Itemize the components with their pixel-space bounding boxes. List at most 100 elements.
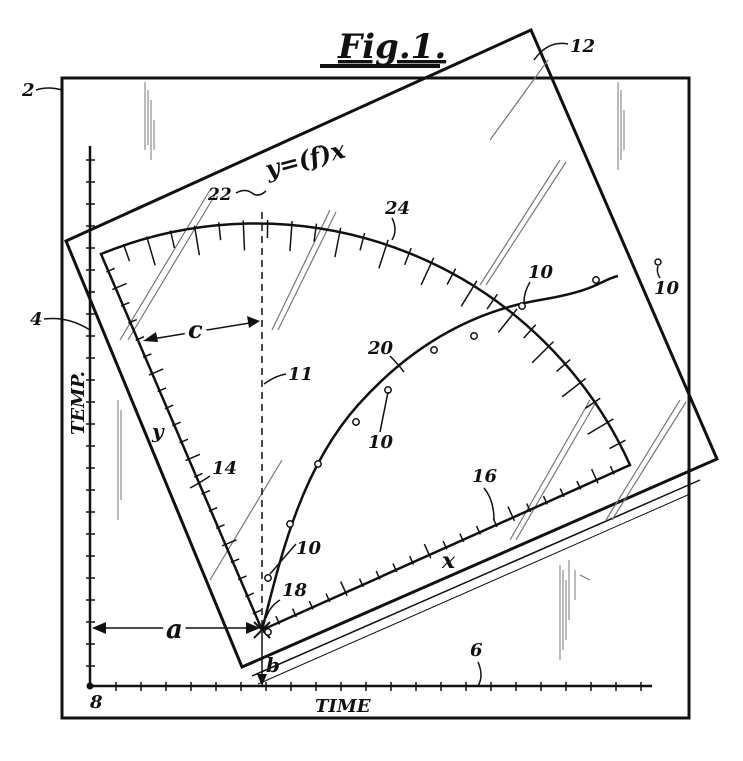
leader-y-scale <box>189 475 211 489</box>
y-tick <box>112 282 127 291</box>
leader-frame <box>35 87 63 91</box>
data-points <box>264 276 600 636</box>
x-tick <box>590 468 599 484</box>
function-label: y=(f)x <box>261 135 349 185</box>
arc-tick <box>420 257 435 286</box>
point-outside <box>654 258 662 266</box>
x-tick <box>576 480 582 490</box>
ref-points-upper: 10 <box>528 262 554 283</box>
arc-tick <box>556 358 571 372</box>
x-tick <box>542 495 548 505</box>
y-tick <box>135 336 145 341</box>
arc-tick <box>193 225 201 256</box>
dimension-a-arrow-right <box>246 622 260 634</box>
arc-tick <box>403 247 412 266</box>
leader-overlay <box>533 42 569 61</box>
ref-frame: 2 <box>21 80 35 101</box>
x-tick <box>526 503 532 513</box>
x-tick <box>442 540 448 550</box>
arc-tick <box>523 324 537 339</box>
arc-tick <box>531 341 554 364</box>
ref-overlay: 12 <box>570 36 595 57</box>
leader-temp-axis <box>43 317 91 331</box>
arc-tick <box>561 377 587 398</box>
ref-points-right: 10 <box>654 278 680 299</box>
data-point <box>470 332 478 340</box>
y-tick <box>201 489 211 495</box>
dimension-a-arrow-left <box>92 622 106 634</box>
y-tick <box>106 267 116 273</box>
ref-origin: 8 <box>89 692 103 713</box>
x-tick <box>291 608 297 618</box>
ref-points-mid: 10 <box>368 432 394 453</box>
arc-scale-ticks <box>122 220 626 450</box>
arc-tick <box>486 293 498 310</box>
y-tick <box>171 421 181 427</box>
data-point <box>518 302 526 310</box>
overlay-shadow <box>251 479 701 677</box>
data-point <box>352 418 360 426</box>
overlay-sheet <box>64 28 719 669</box>
arc-tick <box>609 439 626 450</box>
data-point <box>430 346 438 354</box>
y-tick <box>120 301 130 307</box>
y-tick <box>237 575 247 581</box>
ref-x-scale: 16 <box>472 466 498 487</box>
data-point <box>264 628 272 636</box>
arc-tick <box>313 223 318 242</box>
ref-time-axis: 6 <box>470 640 483 661</box>
leader-points-lower <box>269 543 297 575</box>
data-point <box>314 460 322 468</box>
x-scale-label: x <box>441 548 456 574</box>
x-scale-ticks <box>275 465 615 625</box>
y-tick <box>208 506 218 512</box>
x-tick <box>392 563 398 573</box>
origin-point <box>86 682 94 690</box>
y-tick <box>230 558 240 564</box>
leader-dashed-line <box>263 373 287 385</box>
dimension-c-label-ink: c <box>188 315 203 344</box>
glare-marks <box>117 82 625 660</box>
data-point <box>592 276 600 284</box>
y-scale-ticks <box>106 267 262 615</box>
overlay-glare <box>119 59 687 581</box>
arc-tick <box>584 397 601 410</box>
ref-y-scale: 14 <box>212 458 237 479</box>
arc-tick <box>122 243 131 262</box>
x-tick <box>559 488 565 498</box>
leader-curve <box>389 355 405 373</box>
ref-dashed-line: 11 <box>288 364 313 385</box>
dimension-b-label: b <box>266 653 280 677</box>
y-tick <box>215 524 225 529</box>
time-axis-label: TIME <box>315 696 371 717</box>
y-tick <box>128 318 138 324</box>
x-tick <box>325 593 331 603</box>
arc-tick <box>460 280 478 307</box>
y-tick <box>245 592 255 598</box>
ref-arc-scale: 24 <box>384 198 410 219</box>
x-tick <box>358 578 364 588</box>
time-axis-ticks <box>115 682 642 691</box>
x-tick <box>340 581 348 597</box>
x-tick <box>375 570 381 580</box>
leader-time-axis <box>477 661 482 687</box>
y-tick <box>164 404 174 410</box>
y-tick <box>185 453 201 462</box>
arc-tick <box>217 222 222 241</box>
y-tick <box>142 353 152 359</box>
data-point <box>286 520 294 528</box>
arc-tick <box>587 418 614 435</box>
x-tick <box>459 533 465 543</box>
y-tick <box>148 368 164 376</box>
y-tick <box>157 387 167 393</box>
arc-tick <box>334 227 342 258</box>
dimension-c-label: c <box>188 315 203 344</box>
x-tick <box>475 525 481 535</box>
y-scale-label: y <box>151 419 165 443</box>
temp-axis-ticks <box>86 159 95 667</box>
arc-tick <box>242 220 246 251</box>
y-tick <box>179 438 189 444</box>
x-tick <box>408 555 415 565</box>
arc-tick <box>378 239 389 269</box>
dimension-c-line <box>145 321 257 341</box>
